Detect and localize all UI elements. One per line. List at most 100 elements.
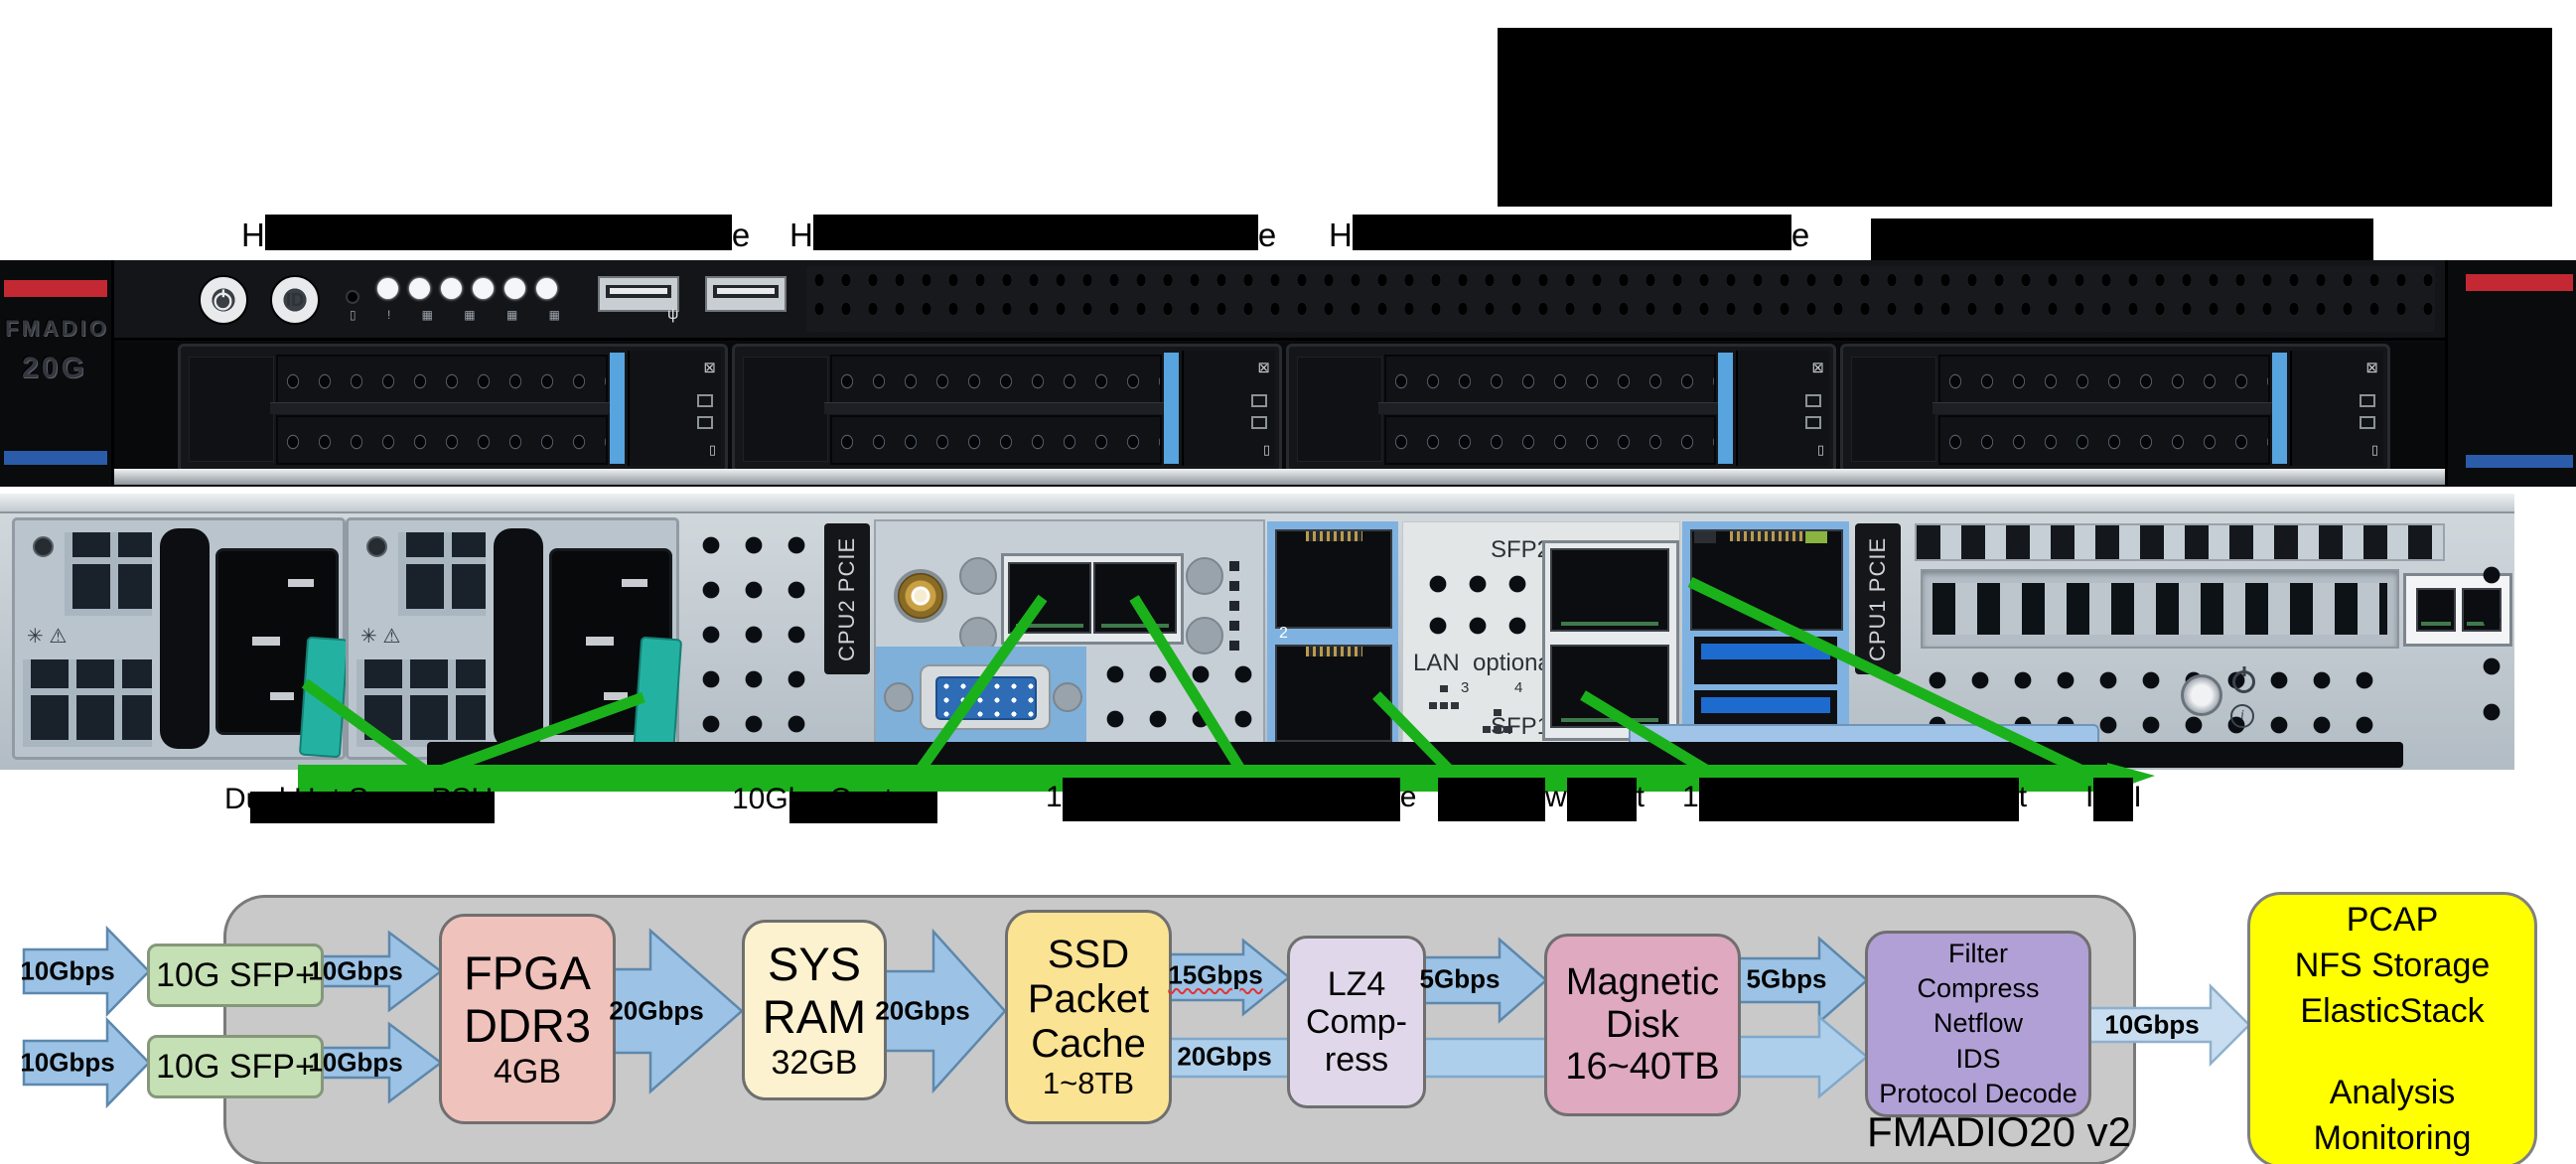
drive-icon [2371, 442, 2378, 457]
tray-latch-strip [2272, 353, 2287, 464]
node-line: ElasticStack [2300, 992, 2485, 1031]
sfp-plus-cage [1001, 553, 1184, 645]
front-annotation-2: H e [789, 215, 1276, 254]
psu-2: ✳ ⚠ [346, 517, 683, 760]
vga-port [920, 664, 1051, 730]
tray-blank-panel [189, 357, 274, 462]
psu-pull-tab [632, 636, 683, 759]
tray-latch-strip [1718, 353, 1733, 464]
node-line: ress [1324, 1041, 1389, 1080]
rate-label-ssd-bottom: 20Gbps [1177, 1041, 1272, 1072]
psu-annotation: Dual Hot Swap PSU [224, 783, 496, 823]
ear-blue-stripe [4, 451, 107, 465]
node-fpga: FPGA DDR3 4GB [439, 914, 616, 1124]
tray-latch-handle [1736, 351, 1829, 466]
front-annotation-3-post: e [1790, 217, 1810, 253]
port-2-label: 2 [1279, 625, 1288, 642]
tray-blank-panel [1851, 357, 1936, 462]
node-sfp-b-label: 10G SFP+ [156, 1047, 315, 1086]
node-line: Monitoring [2313, 1118, 2472, 1157]
rate-label-sfp-bottom-out: 10Gbps [308, 1047, 403, 1078]
usb3-port-1 [1694, 637, 1837, 684]
fragment: w [1545, 781, 1567, 813]
psu-pull-tab [298, 636, 350, 759]
ethernet-port-2 [1275, 645, 1392, 742]
usb-icon: ψ [667, 306, 679, 323]
node-line: RAM [762, 989, 867, 1043]
rj45-pair-frame: 2 [1267, 521, 1398, 744]
drive-tray-3 [1286, 344, 1836, 473]
node-line: FPGA [464, 946, 591, 1000]
card-hex-vent [1094, 653, 1261, 742]
card-led-column [1229, 561, 1239, 651]
node-ssd-cache: SSD Packet Cache 1~8TB [1005, 910, 1172, 1124]
eject-icon [1257, 361, 1270, 375]
latch-button [1805, 394, 1821, 407]
latch-button [697, 394, 713, 407]
tray-latch-handle [1182, 351, 1275, 466]
port-annotation-5: 1 t [1682, 778, 2027, 824]
rate-label-in-top: 10Gbps [20, 955, 115, 986]
node-magnetic-disk: Magnetic Disk 16~40TB [1544, 934, 1741, 1116]
tray-blank-panel [1297, 357, 1382, 462]
status-led [504, 278, 525, 299]
tray-latch-strip [1164, 353, 1179, 464]
screw-hole [1186, 557, 1223, 595]
status-led [536, 278, 557, 299]
eject-icon [2365, 361, 2378, 375]
node-processing: Filter Compress Netflow IDS Protocol Dec… [1865, 931, 2091, 1117]
drive-icon [709, 442, 716, 457]
psu-led [33, 536, 54, 557]
node-line: IDS [1955, 1043, 2001, 1074]
node-line: SSD [1047, 933, 1130, 977]
port-annotation-4: w t [1438, 778, 1645, 824]
tray-vent-mesh [830, 355, 1162, 404]
power-icon [214, 292, 232, 311]
tray-vent-mesh [1938, 415, 2270, 465]
front-annotation-1: H e [241, 215, 750, 254]
tray-mid-bar [270, 402, 610, 414]
fragment: I [2133, 781, 2142, 813]
latch-button [1251, 416, 1267, 429]
front-bottom-rail [60, 469, 2517, 485]
reset-pinhole [346, 290, 359, 304]
tray-mid-bar [824, 402, 1164, 414]
psu-vent-grid [65, 532, 152, 616]
sfp-plus-port-2 [1093, 562, 1177, 634]
model-logo: 20G [22, 352, 87, 384]
latch-button [1805, 416, 1821, 429]
screw-hole [1186, 617, 1223, 655]
cpu1-pcie-label: CPU1 PCIE [1855, 523, 1901, 674]
rear-hex-vent [690, 523, 821, 734]
cpu1-pcie-text: CPU1 PCIE [1865, 536, 1890, 661]
node-line: Comp- [1305, 1002, 1408, 1041]
rate-label-ram-out: 20Gbps [875, 995, 970, 1026]
sfp-plus-port-1 [1008, 562, 1091, 634]
psu-vent-grid [357, 659, 486, 747]
node-line: 4GB [493, 1052, 562, 1091]
ear-red-stripe [2466, 274, 2573, 291]
tray-vent-mesh [276, 355, 608, 404]
fragment: e [1399, 781, 1417, 813]
node-line: 16~40TB [1565, 1046, 1720, 1089]
sma-antenna-connector [894, 569, 947, 623]
front-control-strip: ID ▯ ! ▦ ▦ ▦ ▦ ψ [111, 260, 2445, 341]
node-line: PCAP [2346, 901, 2439, 940]
right-rack-ear [2445, 260, 2576, 487]
tray-mid-bar [1378, 402, 1718, 414]
drive-tray-4 [1840, 344, 2390, 473]
fragment: 1 [1682, 781, 1699, 813]
redacted-title-block [1498, 28, 2552, 207]
node-line: Analysis [2329, 1073, 2456, 1111]
front-annotation-2-pre: H [789, 217, 813, 253]
node-line: 1~8TB [1042, 1065, 1135, 1100]
rear-power-button [2181, 674, 2222, 716]
latch-button [2360, 416, 2375, 429]
panel-hex-cutouts [1417, 562, 1534, 648]
sfp1-label: SFP1 [1491, 713, 1551, 740]
rj45-led-amber [1805, 531, 1827, 543]
lan4-icon [1483, 709, 1512, 733]
tray-vent-mesh [276, 415, 608, 465]
management-ethernet-port [1690, 529, 1843, 631]
